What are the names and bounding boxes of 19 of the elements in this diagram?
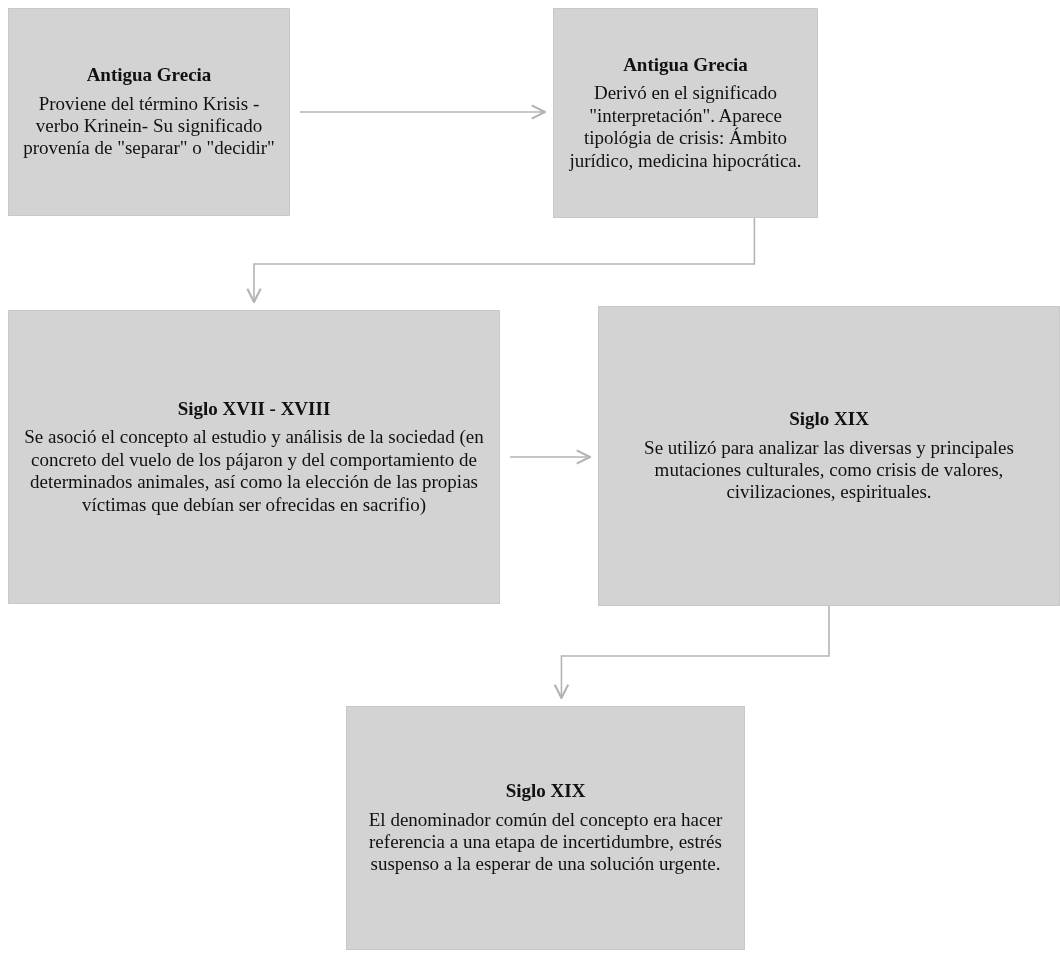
box-heading: Siglo XIX (789, 408, 869, 431)
box-heading: Antigua Grecia (623, 54, 748, 77)
box-text: Derivó en el significado "interpretación". Aparece tipológia de crisis: Ámbito jurídico, medicina hipocrática. (568, 82, 803, 172)
process-box (346, 706, 745, 950)
arrow (246, 217, 756, 304)
arrow (509, 449, 592, 465)
box-text: Se asoció el concepto al estudio y análisis de la sociedad (en concreto del vuelo de los pájaron y del comportamiento de determinados animales, así como la elección de las propias víctimas que debían ser ofrecidas en sacrifio) (23, 426, 485, 516)
box-text: El denominador común del concepto era hacer referencia a una etapa de incertidumbre, estrés suspenso a la esperar de una solución urgente. (367, 808, 724, 876)
box-heading: Siglo XVII - XVIII (177, 398, 331, 421)
process-box (553, 8, 818, 218)
process-box (8, 310, 500, 604)
arrow (299, 104, 547, 120)
process-box (8, 8, 290, 216)
process-box (598, 306, 1060, 606)
arrow (553, 605, 830, 700)
box-text: Proviene del término Krisis -verbo Krinein- Su significado provenía de "separar" o "decidir" (23, 92, 275, 160)
box-heading: Antigua Grecia (86, 64, 212, 87)
box-heading: Siglo XIX (505, 780, 586, 803)
box-text: Se utilizó para analizar las diversas y principales mutaciones culturales, como crisis de valores, civilizaciones, espirituales. (643, 436, 1015, 504)
